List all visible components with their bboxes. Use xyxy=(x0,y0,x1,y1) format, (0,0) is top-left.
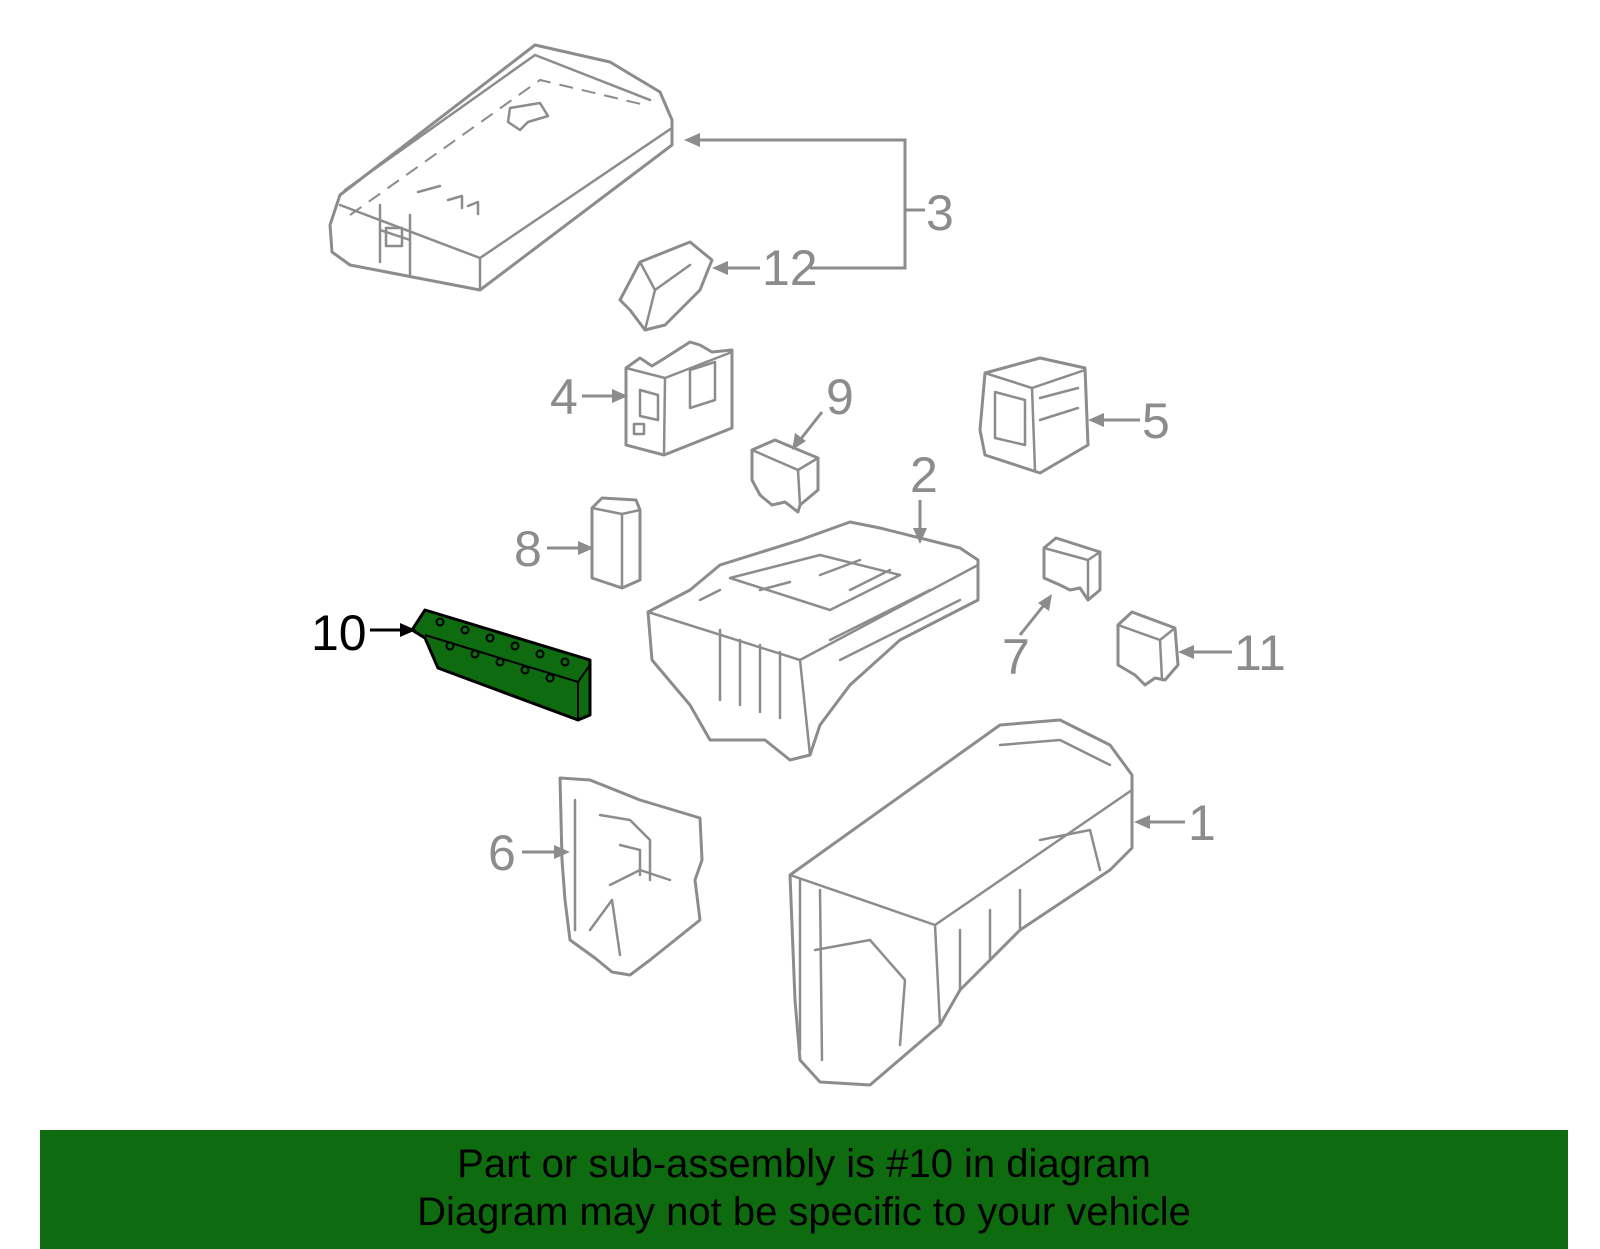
part-8 xyxy=(590,496,642,590)
callout-12: 12 xyxy=(762,240,818,296)
callout-11: 11 xyxy=(1234,625,1286,681)
part-7 xyxy=(1042,536,1102,602)
part-10-highlighted xyxy=(410,608,592,722)
callout-6: 6 xyxy=(488,825,516,881)
callout-4: 4 xyxy=(550,369,578,425)
callout-5: 5 xyxy=(1142,393,1170,449)
info-banner: Part or sub-assembly is #10 in diagram D… xyxy=(40,1130,1568,1249)
callout-10: 10 xyxy=(311,605,367,661)
part-9 xyxy=(750,438,820,514)
callout-3: 3 xyxy=(926,185,954,241)
part-3-cover xyxy=(328,43,674,292)
part-1-housing xyxy=(788,718,1134,1087)
part-5 xyxy=(978,356,1090,475)
leader-lines xyxy=(370,133,1232,859)
part-4 xyxy=(624,340,734,457)
callout-2: 2 xyxy=(910,447,938,503)
banner-line-disclaimer: Diagram may not be specific to your vehi… xyxy=(417,1190,1191,1234)
callout-9: 9 xyxy=(826,369,854,425)
part-11 xyxy=(1116,610,1180,687)
part-2-fuse-block xyxy=(646,520,980,762)
part-12 xyxy=(618,240,714,332)
banner-line-part-number: Part or sub-assembly is #10 in diagram xyxy=(457,1142,1151,1186)
callout-1: 1 xyxy=(1188,795,1216,851)
callout-8: 8 xyxy=(514,521,542,577)
callout-7: 7 xyxy=(1002,629,1030,685)
part-6 xyxy=(558,776,704,977)
